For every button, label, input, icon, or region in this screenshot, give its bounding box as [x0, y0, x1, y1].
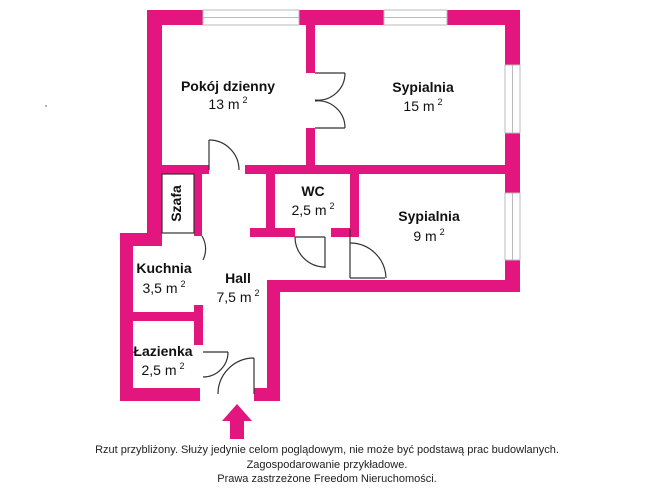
room-name-sypialnia-1: Sypialnia: [392, 79, 454, 95]
disclaimer-line-2: Zagospodarowanie przykładowe.: [246, 458, 408, 471]
closet-szafa: Szafa: [161, 173, 195, 234]
room-name-kuchnia: Kuchnia: [136, 260, 191, 276]
closet-label: Szafa: [168, 185, 184, 222]
disclaimer-line-1: Rzut przybliżony. Służy jedynie celom po…: [95, 444, 559, 456]
door-kitchen: [201, 235, 207, 261]
room-name-pokoj-dzienny: Pokój dzienny: [181, 78, 275, 94]
door-living-room: [208, 139, 240, 171]
door-bathroom: [202, 351, 229, 378]
room-name-sypialnia-2: Sypialnia: [398, 208, 460, 224]
room-name-lazienka: Łazienka: [133, 343, 192, 359]
room-name-wc: WC: [301, 183, 324, 199]
door-bedroom-small: [349, 229, 387, 279]
door-wc: [294, 236, 326, 268]
door-bedroom-double: [314, 72, 346, 129]
interior-walls: [133, 25, 505, 345]
entrance-arrow-icon: [222, 404, 252, 439]
disclaimer-line-3: Prawa zastrzeżone Freedom Nieruchomości.: [217, 473, 437, 485]
room-name-hall: Hall: [225, 270, 251, 286]
door-entrance: [217, 357, 255, 395]
disclaimer: Rzut przybliżony. Służy jedynie celom po…: [0, 443, 654, 487]
doors: [201, 72, 387, 395]
windows: [202, 9, 521, 261]
